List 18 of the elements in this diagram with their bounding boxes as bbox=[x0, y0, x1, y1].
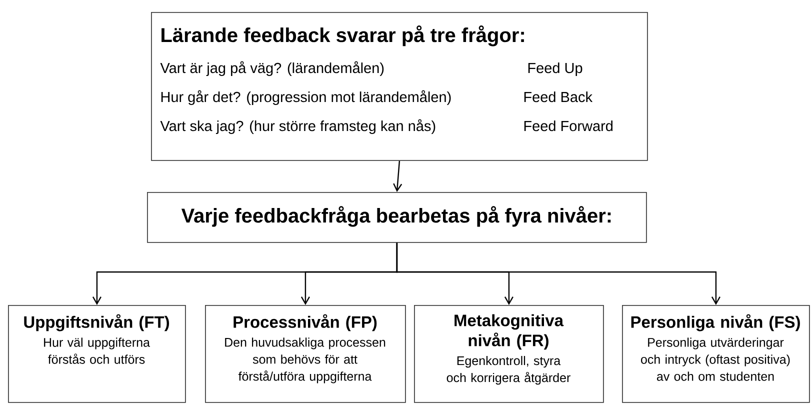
box-heading: Varje feedbackfråga bearbetas på fyra nivåer: bbox=[181, 206, 611, 227]
arrow bbox=[396, 242, 720, 305]
question-text: Hur går det? (progression mot lärandemålen) bbox=[161, 90, 451, 105]
box-heading: Uppgiftsnivån (FT) bbox=[24, 314, 170, 332]
feed-label: Feed Up bbox=[528, 62, 582, 76]
box-heading: Personliga nivån (FS) bbox=[631, 314, 800, 332]
box-description: Personliga utvärderingar och intryck (oftast positiva) av och om studenten bbox=[641, 338, 790, 381]
box-heading: Lärande feedback svarar på tre frågor: bbox=[162, 26, 524, 46]
question-text: Vart ska jag? (hur större framsteg kan nås) bbox=[160, 119, 436, 134]
box-heading: Processnivån (FP) bbox=[234, 314, 377, 332]
box-heading: Metakognitiva nivån (FR) bbox=[454, 314, 564, 350]
box-description: Hur väl uppgifterna förstås och utförs bbox=[44, 338, 150, 364]
feed-label: Feed Forward bbox=[524, 120, 612, 132]
question-text: Vart är jag på väg? (lärandemålen) bbox=[160, 61, 384, 76]
arrow bbox=[393, 160, 402, 192]
box-description: Egenkontroll, styra och korrigera åtgärder bbox=[446, 356, 570, 385]
feed-label: Feed Back bbox=[524, 91, 593, 102]
box-description: Den huvudsakliga processen som behövs för att förstå/utföra uppgifterna bbox=[225, 338, 386, 384]
